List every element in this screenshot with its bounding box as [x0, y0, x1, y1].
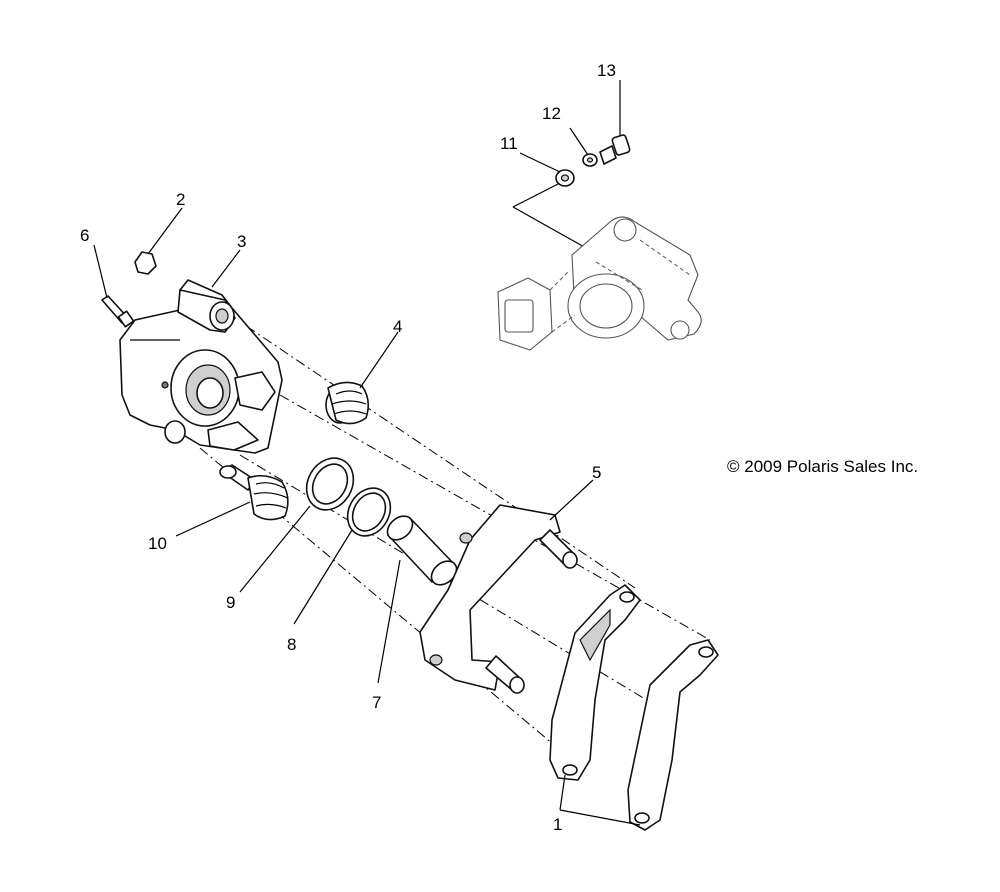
part-3-caliper-housing: [119, 279, 283, 454]
copyright-notice: © 2009 Polaris Sales Inc.: [727, 457, 918, 476]
callout-6: 6: [80, 226, 89, 245]
callout-11: 11: [500, 134, 518, 153]
callout-8: 8: [287, 635, 296, 654]
callout-13: 13: [597, 61, 616, 80]
callout-5: 5: [592, 463, 601, 482]
part-6-bleeder-valve: [101, 295, 135, 328]
part-13-bolt: [599, 134, 631, 165]
callout-1: 1: [553, 815, 562, 834]
callout-3: 3: [237, 232, 246, 251]
callout-2: 2: [176, 190, 185, 209]
callout-labels: 13 12 11 2 3 6 4 5 10 9 8 7 1: [80, 61, 616, 834]
part-5-caliper-bracket: [419, 504, 578, 694]
part-9-seal: [305, 457, 355, 511]
callout-12: 12: [542, 104, 561, 123]
callout-10: 10: [148, 534, 167, 553]
part-4-boot: [325, 381, 370, 425]
part-1-brake-pads: [549, 584, 719, 831]
part-12-lock-washer: [582, 153, 598, 167]
part-8-seal: [346, 487, 392, 537]
part-10-slide-pin-boot: [219, 464, 289, 521]
part-7-piston: [386, 515, 458, 586]
callout-4: 4: [393, 317, 402, 336]
callout-9: 9: [226, 593, 235, 612]
installed-caliper-inset: [497, 182, 702, 351]
part-11-washer: [555, 169, 575, 187]
callout-leaders: [93, 80, 641, 826]
part-2-cap: [134, 251, 157, 275]
callout-7: 7: [372, 693, 381, 712]
